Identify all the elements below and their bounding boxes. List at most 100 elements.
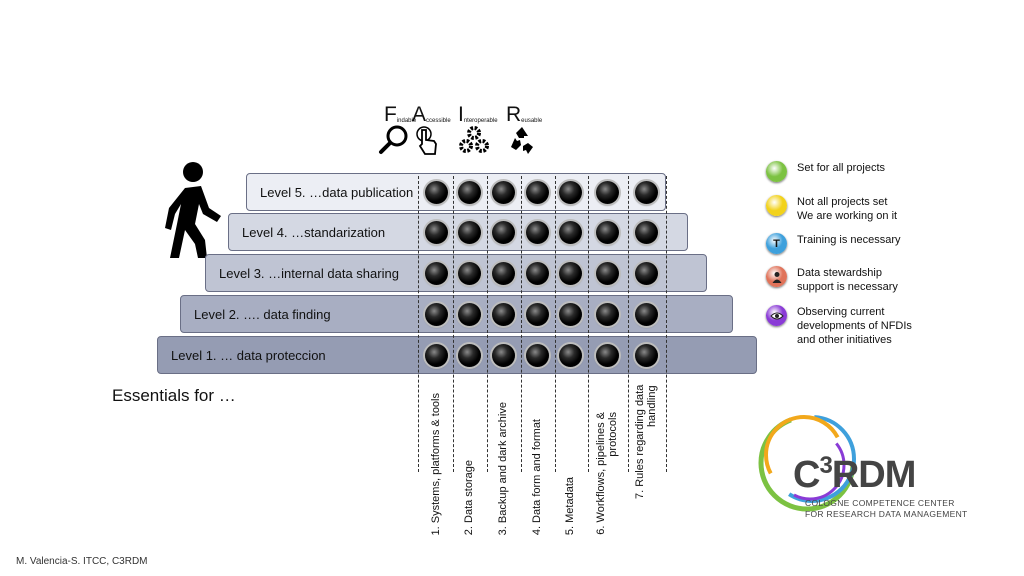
status-dot-level5-col2 [458,181,481,204]
fair-initial: R [506,103,522,126]
steward-person-icon [766,266,787,287]
column-label-text: 1. Systems, platforms & tools [430,392,442,535]
fair-word: indable [396,118,417,124]
training-t-icon: T [766,233,787,254]
status-dot-level1-col3 [492,344,515,367]
status-dot-level3-col3 [492,262,515,285]
column-divider [555,176,556,472]
status-dot-level5-col7 [635,181,658,204]
status-dot-level4-col7 [635,221,658,244]
column-divider [628,176,629,472]
status-dot-level5-col4 [526,181,549,204]
status-dot-level5-col1 [425,181,448,204]
column-label-7: 7. Rules regarding data handling [631,385,661,535]
level-label: Level 5. …data publication [260,184,414,200]
column-divider [487,176,488,472]
legend-item: T Training is necessary [766,233,901,254]
legend-item: Not all projects set We are working on i… [766,195,897,223]
status-dot-level1-col2 [458,344,481,367]
column-label-text: 4. Data form and format [531,418,543,535]
green-dot-icon [766,161,787,182]
status-dot-level2-col4 [526,303,549,326]
fair-initial: A [412,103,427,126]
column-divider [588,176,589,472]
status-dot-level2-col2 [458,303,481,326]
status-dot-level5-col3 [492,181,515,204]
status-dot-level2-col5 [559,303,582,326]
logo-rings-icon [758,414,856,512]
logo-line2: FOR RESEARCH DATA MANAGEMENT [805,509,968,519]
yellow-dot-icon [766,195,787,216]
column-label-text: 7. Rules regarding data handling [634,385,658,500]
status-dot-level3-col2 [458,262,481,285]
status-dot-level4-col4 [526,221,549,244]
status-dot-level5-col6 [596,181,619,204]
status-dot-level4-col1 [425,221,448,244]
legend-item: Set for all projects [766,161,885,182]
status-dot-level2-col7 [635,303,658,326]
logo-name: C3RDM [793,452,916,496]
status-dot-level4-col3 [492,221,515,244]
fair-word: eusable [521,118,543,124]
column-label-text: 6. Workflows, pipelines & protocols [595,412,619,535]
status-dot-level3-col5 [559,262,582,285]
status-dot-level3-col4 [526,262,549,285]
column-label-5: 5. Metadata [555,385,585,535]
eye-icon [766,305,787,326]
level-label: Level 3. …internal data sharing [219,265,399,281]
gears-icon [458,124,490,156]
fair-word: nteroperable [463,118,498,124]
status-dot-level2-col1 [425,303,448,326]
status-dot-level4-col2 [458,221,481,244]
status-dot-level2-col3 [492,303,515,326]
column-label-2: 2. Data storage [454,385,484,535]
status-dot-level3-col1 [425,262,448,285]
legend-text: Observing current developments of NFDIs … [797,306,912,346]
column-label-text: 3. Backup and dark archive [497,401,509,535]
level-bar-1: Level 1. … data proteccion [157,336,757,374]
column-label-4: 4. Data form and format [522,385,552,535]
column-divider [418,176,419,472]
level-bar-3: Level 3. …internal data sharing [205,254,707,292]
fair-word: ccessible [426,118,451,124]
legend-text: Training is necessary [797,234,901,246]
status-dot-level3-col6 [596,262,619,285]
column-divider [453,176,454,472]
legend-text: Set for all projects [797,162,886,174]
column-label-text: 2. Data storage [463,459,475,535]
legend-item: Observing current developments of NFDIs … [766,305,912,347]
status-dot-level4-col6 [596,221,619,244]
status-dot-level2-col6 [596,303,619,326]
status-dot-level1-col1 [425,344,448,367]
status-dot-level5-col5 [559,181,582,204]
walking-person-icon [165,162,221,258]
status-dot-level1-col6 [596,344,619,367]
legend-text: Not all projects set We are working on i… [797,196,898,222]
column-label-6: 6. Workflows, pipelines & protocols [592,385,622,535]
pointing-hand-icon [412,124,444,156]
status-dot-level1-col7 [635,344,658,367]
fair-initial: F [384,103,397,126]
column-label-text: 5. Metadata [564,476,576,535]
status-dot-level3-col7 [635,262,658,285]
fair-initial: I [458,103,464,126]
level-label: Level 1. … data proteccion [171,347,326,363]
column-label-1: 1. Systems, platforms & tools [421,385,451,535]
column-divider [666,176,667,472]
level-label: Level 4. …standarization [242,224,386,240]
magnifier-icon [378,124,410,156]
status-dot-level1-col5 [559,344,582,367]
column-divider [521,176,522,472]
legend-item: Data stewardship support is necessary [766,266,898,294]
column-label-3: 3. Backup and dark archive [488,385,518,535]
footer-credit: M. Valencia-S. ITCC, C3RDM [16,556,148,567]
logo-line1: COLOGNE COMPETENCE CENTER [805,498,955,508]
recycle-icon [506,124,538,156]
essentials-label: Essentials for … [112,386,236,405]
level-label: Level 2. …. data finding [194,306,331,322]
